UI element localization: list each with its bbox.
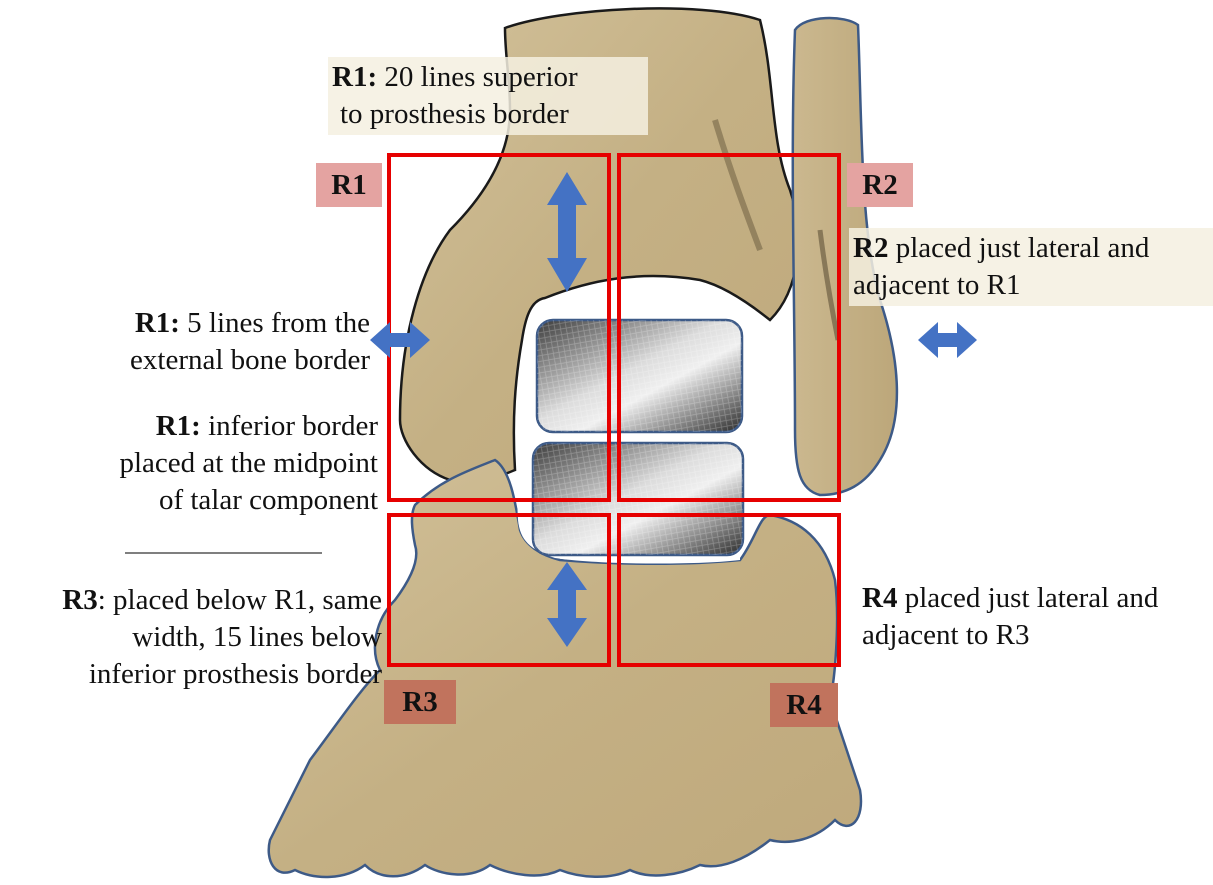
annotation-r1-inferior: R1: inferior border placed at the midpoi… <box>20 408 378 519</box>
region-tag-r4: R4 <box>770 683 838 727</box>
annotation-r2: R2 placed just lateral and adjacent to R… <box>849 228 1213 306</box>
double-headed-horizontal-arrow-icon <box>918 322 977 358</box>
region-tag-r1: R1 <box>316 163 382 207</box>
region-tag-r3: R3 <box>384 680 456 724</box>
annotation-r3: R3: placed below R1, same width, 15 line… <box>0 582 382 693</box>
annotation-r1-external: R1: 5 lines from the external bone borde… <box>30 305 370 379</box>
region-tag-r2: R2 <box>847 163 913 207</box>
annotation-r4: R4 placed just lateral and adjacent to R… <box>862 580 1212 654</box>
annotation-r1-superior: R1: 20 lines superior to prosthesis bord… <box>328 57 648 135</box>
